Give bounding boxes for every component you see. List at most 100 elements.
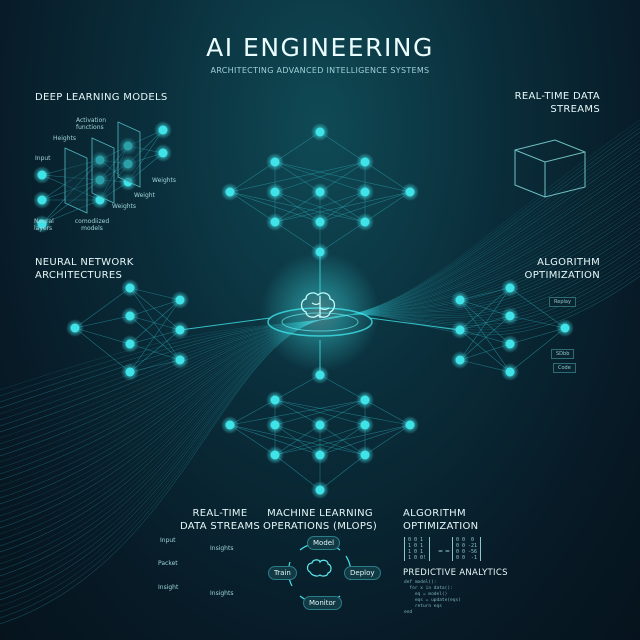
network-node [270, 450, 280, 460]
realtime-streams-heading: Real-Time Data Streams [515, 90, 600, 116]
network-node [360, 420, 370, 430]
network-node [315, 370, 325, 380]
network-node [405, 420, 415, 430]
label-weight: Weight [134, 192, 155, 199]
network-node [560, 323, 570, 333]
bottom-streams-heading: Real-Time Data Streams [170, 507, 270, 533]
heading-line: Operations (MLOps) [262, 521, 378, 532]
bottom-algorithm-heading: Algorithm Optimization [403, 507, 478, 533]
heading-line: Optimization [524, 270, 600, 281]
heading-line: Real-Time Data [514, 91, 600, 102]
page-title: AI Engineering [206, 33, 434, 62]
matrix-left: 0 0 1 1 0 1 1 0 1 1 0 0! [404, 537, 431, 561]
network-edge [129, 315, 181, 361]
cube-icon [514, 139, 586, 198]
label-neural-layers: Neural layers [34, 218, 54, 232]
network-edge [274, 191, 411, 223]
brain-core [260, 252, 380, 372]
network-node [360, 187, 370, 197]
matrix-operator: = = [438, 548, 450, 555]
page-subtitle: Architecting Advanced Intelligence Syste… [210, 66, 430, 75]
heading-line: Real-Time [192, 508, 248, 519]
network-edge [274, 454, 321, 491]
network-edge [274, 399, 366, 426]
dl-layer-panels [64, 121, 141, 214]
network-edge [459, 329, 511, 373]
network-edge [509, 327, 566, 373]
algorithm-optimization-heading: Algorithm Optimization [525, 256, 600, 282]
network-edge [274, 424, 411, 456]
network-edge [229, 161, 366, 193]
network-node [270, 420, 280, 430]
network-node [95, 155, 105, 165]
network-edge [364, 191, 411, 223]
heading-line: Optimization [403, 521, 479, 532]
network-edge [229, 191, 276, 223]
stream-insights-label: Insights [210, 545, 234, 552]
network-node [125, 367, 135, 377]
network-node [315, 187, 325, 197]
label-models: comodiized models [74, 218, 110, 232]
network-node [315, 127, 325, 137]
replay-box: Replay [549, 297, 576, 307]
network-node [270, 395, 280, 405]
deep-learning-heading: Deep Learning Models [35, 92, 168, 103]
matrix-right: 0 0 0 0 0 -21 0 0 -56 0 0 -1 [452, 537, 482, 561]
network-edge [41, 199, 101, 225]
predictive-analytics-heading: Predictive Analytics [403, 568, 508, 578]
network-node [125, 339, 135, 349]
network-edge [274, 221, 321, 253]
network-node [360, 450, 370, 460]
network-node [505, 283, 515, 293]
network-edge [74, 327, 131, 345]
network-node [455, 355, 465, 365]
stream-input-label: Input [160, 537, 176, 544]
network-node [315, 420, 325, 430]
network-edge [274, 161, 366, 193]
network-node [125, 311, 135, 321]
network-edge [74, 327, 131, 373]
network-edge [459, 299, 511, 373]
core-connector [179, 317, 271, 331]
network-node [455, 295, 465, 305]
heading-line: Neural Network [35, 257, 134, 268]
network-edge [459, 287, 511, 361]
network-node [455, 325, 465, 335]
network-edge [319, 161, 366, 193]
network-node [175, 295, 185, 305]
network-node [505, 339, 515, 349]
network-edge [459, 299, 511, 345]
network-node [123, 177, 133, 187]
network-edge [319, 454, 366, 491]
code-box: Code [553, 363, 576, 373]
label-weights: Weights [112, 203, 137, 210]
network-edge [274, 424, 321, 456]
network-edge [274, 191, 366, 223]
network-node [505, 367, 515, 377]
network-edge [229, 161, 276, 193]
mlops-cycle [287, 542, 352, 604]
network-node [270, 187, 280, 197]
label-input: Input [35, 155, 51, 162]
mlops-model-step: Model [307, 536, 341, 550]
network-node [175, 355, 185, 365]
network-node [70, 323, 80, 333]
network-nodes [33, 121, 574, 499]
network-node [225, 187, 235, 197]
network-node [37, 195, 47, 205]
network-node [315, 450, 325, 460]
label-weights: Weights [152, 177, 177, 184]
network-edge [274, 191, 321, 223]
network-node [360, 157, 370, 167]
network-edge [459, 287, 511, 331]
code-snippet: def model(): for x in data(): eq = model… [404, 580, 461, 615]
network-edge [129, 299, 181, 345]
mlops-deploy-step: Deploy [344, 566, 381, 580]
network-node [123, 159, 133, 169]
network-edge [319, 131, 366, 163]
network-node [175, 325, 185, 335]
network-edge [319, 424, 411, 456]
network-edge [229, 424, 276, 456]
network-edge [41, 174, 101, 181]
network-node [270, 217, 280, 227]
